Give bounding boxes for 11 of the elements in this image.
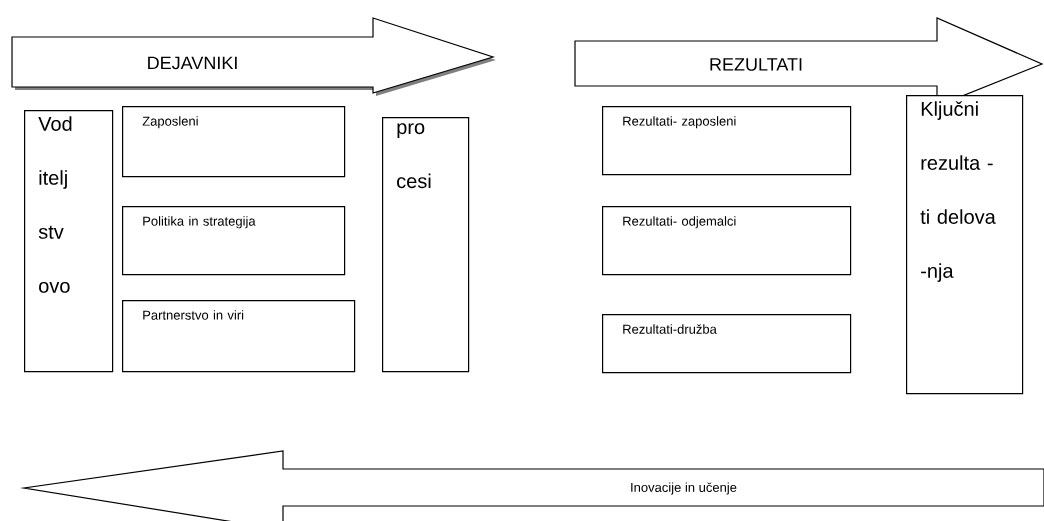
text-box: Rezultati-družba (602, 314, 852, 374)
text-box: Partnerstvo in viri (122, 300, 356, 373)
text-box: Vod itelj stv ovo (24, 110, 114, 373)
text-box: Zaposleni (122, 106, 346, 178)
text-box: Ključni rezulta -ti delova -nja (906, 95, 1024, 395)
arrow-band: DEJAVNIKI (11, 17, 496, 96)
text-box: Rezultati- odjemalci (602, 206, 852, 276)
text-box: pro cesi (382, 117, 470, 373)
text-box: Politika in strategija (122, 206, 346, 276)
arrow-band: Inovacije in učenje (20, 450, 1044, 521)
text-box: Rezultati- zaposleni (602, 106, 852, 176)
